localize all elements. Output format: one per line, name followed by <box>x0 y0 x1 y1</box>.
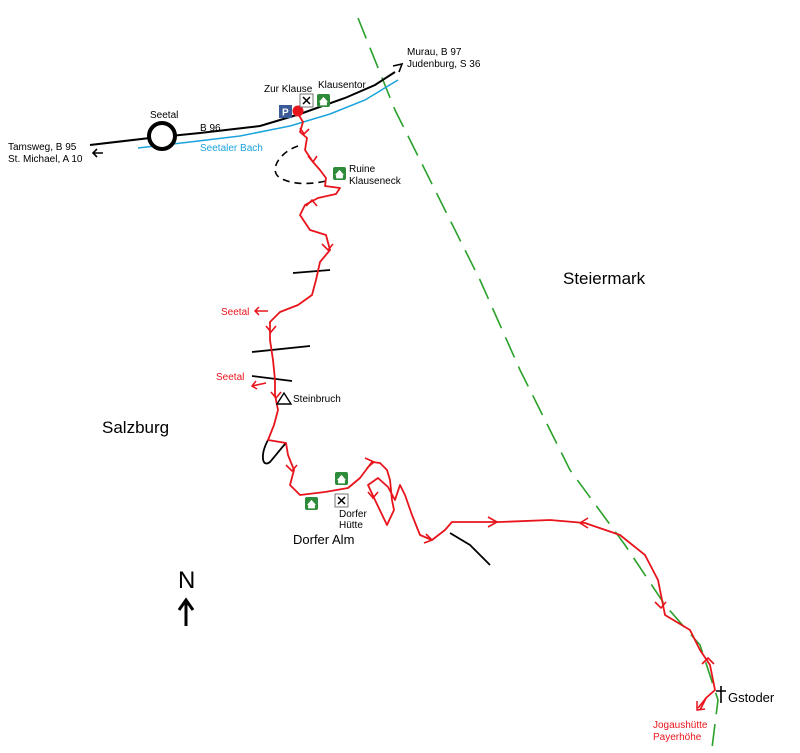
hut-icon-dorfer-alm-2 <box>305 497 318 510</box>
hut-icon-ruine <box>333 167 346 180</box>
restaurant-icon <box>299 93 314 108</box>
exit-arrow-seetal-2 <box>250 380 267 390</box>
hiking-route <box>267 111 716 711</box>
hut-icon-klausentor <box>317 94 330 107</box>
side-road-2 <box>251 345 311 353</box>
road-arrow-east <box>392 62 404 73</box>
exit-arrow-south <box>696 697 707 711</box>
label-exit-seetal-1: Seetal <box>221 307 249 318</box>
label-zur-klause: Zur Klause <box>264 84 313 95</box>
stream-seetaler-bach <box>137 79 399 149</box>
label-salzburg: Salzburg <box>102 418 169 437</box>
label-ruine-1: Ruine <box>349 164 376 175</box>
label-exit-south-1: Jogaushütte <box>653 720 708 731</box>
route-arrows <box>265 127 715 665</box>
label-exit-south-2: Payerhöhe <box>653 732 702 743</box>
exit-arrow-seetal-1 <box>253 306 268 316</box>
side-road-loop <box>262 439 287 465</box>
label-seetaler-bach: Seetaler Bach <box>200 143 263 154</box>
label-dorfer-huette-2: Hütte <box>339 520 363 531</box>
label-exit-seetal-2: Seetal <box>216 372 244 383</box>
seetal-roundabout <box>147 121 177 151</box>
label-seetal: Seetal <box>150 110 178 121</box>
state-border-line <box>357 17 719 749</box>
parking-label: P <box>282 108 289 119</box>
side-road-1 <box>292 269 331 274</box>
label-ruine-2: Klauseneck <box>349 176 402 187</box>
label-east-road-2: Judenburg, S 36 <box>407 59 481 70</box>
quarry-icon <box>275 391 293 405</box>
cross-icon <box>716 686 726 703</box>
road-arrow-west <box>91 148 103 158</box>
restaurant-icon-dorfer-huette <box>334 493 349 508</box>
north-arrow <box>177 597 195 626</box>
label-b96: B 96 <box>200 123 221 134</box>
label-west-road-2: St. Michael, A 10 <box>8 154 83 165</box>
north-label: N <box>178 567 195 594</box>
parking-icon <box>279 105 292 118</box>
start-point <box>292 105 304 117</box>
label-gstoder: Gstoder <box>728 690 775 705</box>
trail-dashed-loop <box>274 145 331 185</box>
hut-icon-dorfer-alm-1 <box>335 472 348 485</box>
label-steinbruch: Steinbruch <box>293 394 341 405</box>
label-steiermark: Steiermark <box>563 269 646 288</box>
label-klausentor: Klausentor <box>318 80 366 91</box>
label-dorfer-alm: Dorfer Alm <box>293 532 354 547</box>
label-west-road-1: Tamsweg, B 95 <box>8 142 77 153</box>
label-dorfer-huette-1: Dorfer <box>339 509 367 520</box>
label-east-road-1: Murau, B 97 <box>407 47 462 58</box>
side-road-3 <box>251 375 293 382</box>
side-road-4 <box>449 532 491 566</box>
